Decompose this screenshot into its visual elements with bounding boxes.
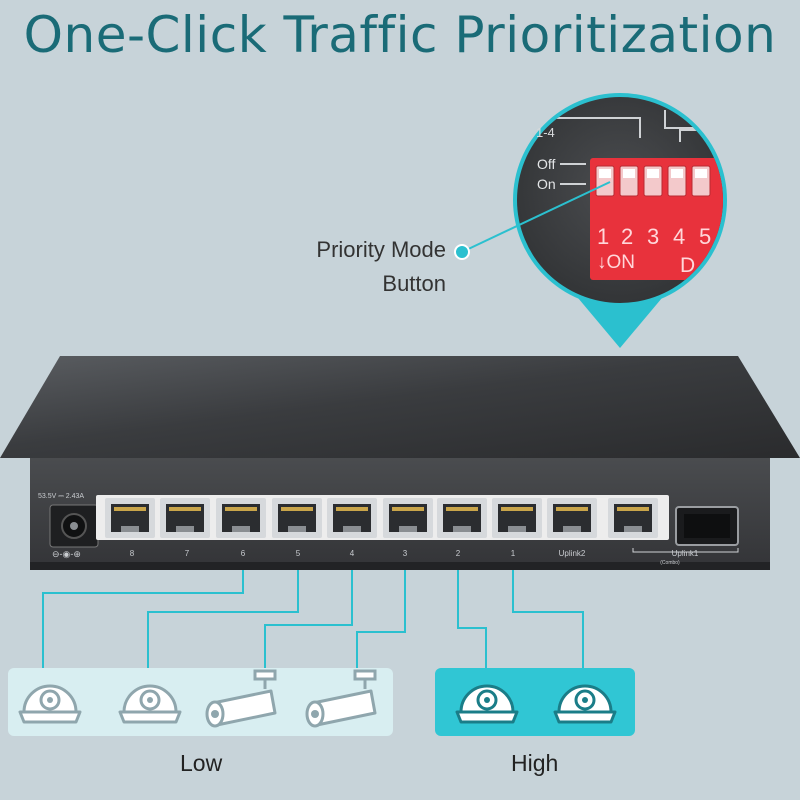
dip-partial-marking: D [680, 254, 695, 277]
connection-line-port5 [147, 545, 299, 668]
dip-on-marking: ↓ON [597, 252, 635, 273]
dip-switch-number: 3 [647, 224, 659, 249]
priority-mode-callout: Priority Mode Button [262, 233, 446, 301]
page-title: One-Click Traffic Prioritization [23, 6, 777, 64]
dip-switch-number: 2 [621, 224, 633, 249]
uplink1-sublabel: (Combo) [660, 560, 680, 566]
dip-on-label: On [537, 176, 556, 192]
port-label: 7 [185, 549, 190, 558]
high-group-label: High [511, 750, 559, 776]
connection-line-port4 [264, 545, 353, 668]
low-priority-panel [8, 668, 393, 736]
port-label: 8 [130, 549, 135, 558]
port-label: 4 [350, 549, 355, 558]
power-rating-label: 53.5V ⎓ 2.43A [38, 493, 84, 500]
dip-switch-number: 5 [699, 224, 711, 249]
port-label: 3 [403, 549, 408, 558]
low-group-label: Low [180, 750, 223, 776]
callout-connector [461, 181, 611, 253]
zoom-bubble [513, 93, 727, 348]
dip-switch-number: 1 [597, 224, 609, 249]
port-label: 5 [296, 549, 301, 558]
network-switch [0, 356, 800, 570]
dip-panel-labels: 1-4 Off On 1 2 3 4 5 ↓ON D [536, 125, 711, 277]
callout-line1: Priority Mode [316, 237, 446, 262]
connection-line-port2 [457, 545, 487, 668]
switch-top-surface [0, 356, 800, 458]
uplink1-label: Uplink1 [672, 549, 699, 558]
dip-range-label: 1-4 [536, 125, 555, 140]
dip-off-label: Off [537, 156, 556, 172]
port-label: 6 [241, 549, 246, 558]
connection-line-port3 [356, 545, 406, 668]
connection-line-port1 [512, 545, 584, 668]
dip-switch-number: 4 [673, 224, 685, 249]
callout-dot [454, 244, 470, 260]
zoom-pointer [573, 292, 667, 348]
switch-labels: 53.5V ⎓ 2.43A ⊖-◉-⊕ 8 7 6 5 4 3 2 1 Upli… [38, 493, 699, 566]
uplink2-label: Uplink2 [559, 549, 586, 558]
callout-line2: Button [382, 271, 446, 296]
polarity-symbol: ⊖-◉-⊕ [52, 549, 81, 559]
port-label: 2 [456, 549, 461, 558]
port-label: 1 [511, 549, 516, 558]
